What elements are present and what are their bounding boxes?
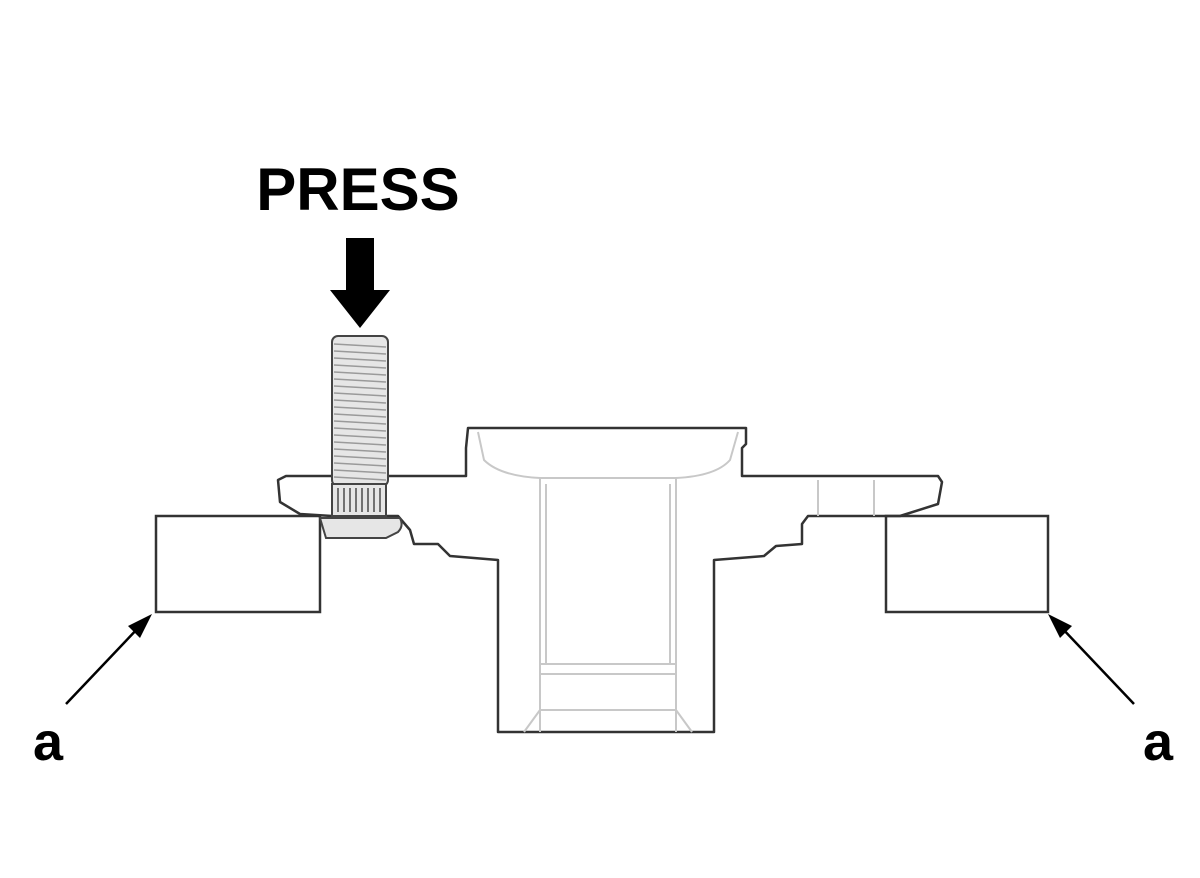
thread-line xyxy=(333,441,387,446)
thread-line xyxy=(333,385,387,390)
thread-line xyxy=(333,350,387,355)
press-arrow-icon xyxy=(330,238,390,328)
callout-label-left: a xyxy=(33,712,64,772)
thread-line xyxy=(333,406,387,411)
thread-line xyxy=(333,455,387,460)
thread-line xyxy=(333,371,387,376)
callout-arrow-right xyxy=(1048,614,1135,705)
thread-line xyxy=(333,378,387,383)
thread-line xyxy=(333,357,387,362)
thread-line xyxy=(333,448,387,453)
thread-line xyxy=(333,399,387,404)
hub-bolt xyxy=(318,335,403,539)
thread-line xyxy=(333,427,387,432)
thread-line xyxy=(333,364,387,369)
thread-line xyxy=(333,420,387,425)
callout-label-right: a xyxy=(1143,712,1174,772)
support-block-right xyxy=(884,514,1050,614)
axle-hub xyxy=(276,426,944,734)
thread-line xyxy=(333,469,387,474)
callout-arrow-left xyxy=(65,614,152,705)
thread-line xyxy=(333,462,387,467)
support-block-left xyxy=(154,514,322,614)
press-label: PRESS xyxy=(256,156,459,223)
thread-line xyxy=(333,343,387,348)
thread-line xyxy=(333,392,387,397)
thread-line xyxy=(333,413,387,418)
thread-line xyxy=(333,476,387,481)
thread-line xyxy=(333,434,387,439)
